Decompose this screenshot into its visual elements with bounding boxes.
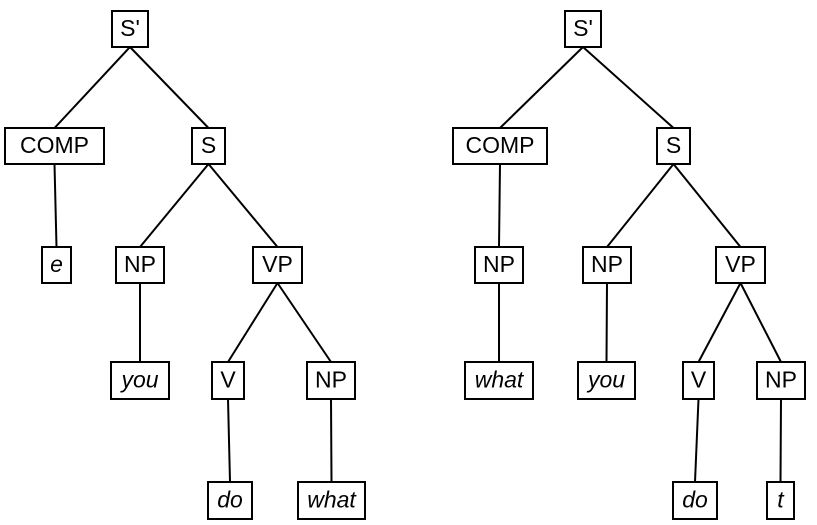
edges-layer xyxy=(53,46,782,483)
node-box xyxy=(766,481,795,520)
node-box xyxy=(306,361,356,400)
node-box xyxy=(110,361,170,400)
node-box xyxy=(464,361,534,400)
tree-edge xyxy=(227,282,279,363)
node-label: do xyxy=(217,487,243,513)
node-box xyxy=(252,246,303,284)
tree-node-s[interactable]: S' xyxy=(564,10,602,48)
node-box xyxy=(756,361,806,400)
node-label: you xyxy=(586,367,625,393)
tree-node-s[interactable]: S xyxy=(191,127,226,165)
tree-node-v[interactable]: V xyxy=(211,361,245,400)
tree-edge xyxy=(605,282,608,363)
tree-leaf-do[interactable]: do xyxy=(207,481,253,520)
tree-edge xyxy=(498,163,501,248)
node-box xyxy=(207,481,253,520)
tree-edge xyxy=(53,163,58,248)
node-box xyxy=(297,481,366,520)
node-label: do xyxy=(682,487,708,513)
node-label: NP xyxy=(765,367,797,393)
node-box xyxy=(474,246,524,284)
node-label: V xyxy=(691,367,707,393)
node-label: NP xyxy=(591,251,623,277)
tree-node-comp[interactable]: COMP xyxy=(4,127,105,165)
tree-node-vp[interactable]: VP xyxy=(252,246,303,284)
tree-node-comp[interactable]: COMP xyxy=(452,127,548,165)
node-label: COMP xyxy=(20,132,89,158)
surface-structure-tree-edges xyxy=(498,46,782,483)
node-label: VP xyxy=(725,251,756,277)
tree-edge xyxy=(499,46,584,129)
node-box xyxy=(211,361,245,400)
node-box xyxy=(4,127,105,165)
tree-leaf-t[interactable]: t xyxy=(766,481,795,520)
deep-structure-tree-edges xyxy=(53,46,333,483)
node-box xyxy=(577,361,636,400)
tree-edge xyxy=(606,163,675,248)
tree-leaf-you[interactable]: you xyxy=(577,361,636,400)
tree-edge xyxy=(330,398,333,483)
tree-edge xyxy=(207,163,279,248)
node-label: t xyxy=(777,487,785,513)
tree-leaf-what[interactable]: what xyxy=(297,481,366,520)
tree-leaf-what[interactable]: what xyxy=(464,361,534,400)
node-box xyxy=(672,481,718,520)
node-box xyxy=(115,246,165,284)
tree-node-np[interactable]: NP xyxy=(474,246,524,284)
node-label: what xyxy=(307,487,357,513)
tree-leaf-you[interactable]: you xyxy=(110,361,170,400)
node-label: COMP xyxy=(466,132,535,158)
tree-edge xyxy=(672,163,742,248)
node-label: what xyxy=(475,367,525,393)
tree-node-np[interactable]: NP xyxy=(115,246,165,284)
node-box xyxy=(41,246,72,284)
tree-edge xyxy=(129,46,210,129)
node-box xyxy=(682,361,715,400)
tree-leaf-do[interactable]: do xyxy=(672,481,718,520)
node-label: you xyxy=(119,367,158,393)
node-label: NP xyxy=(124,251,156,277)
tree-edge xyxy=(697,282,742,363)
node-box xyxy=(715,246,766,284)
tree-node-np[interactable]: NP xyxy=(756,361,806,400)
tree-node-np[interactable]: NP xyxy=(306,361,356,400)
tree-node-np[interactable]: NP xyxy=(582,246,632,284)
tree-node-vp[interactable]: VP xyxy=(715,246,766,284)
tree-node-v[interactable]: V xyxy=(682,361,715,400)
node-label: S xyxy=(666,132,681,158)
node-box xyxy=(111,10,149,48)
tree-edge xyxy=(779,398,782,483)
node-label: VP xyxy=(262,251,293,277)
tree-edge xyxy=(739,282,782,363)
tree-edge xyxy=(139,163,210,248)
node-label: V xyxy=(220,367,236,393)
tree-node-s[interactable]: S' xyxy=(111,10,149,48)
node-box xyxy=(452,127,548,165)
tree-edge xyxy=(694,398,700,483)
tree-edge xyxy=(227,398,231,483)
tree-edge xyxy=(276,282,332,363)
node-label: NP xyxy=(483,251,515,277)
node-label: NP xyxy=(315,367,347,393)
node-label: S xyxy=(201,132,216,158)
node-box xyxy=(656,127,691,165)
node-label: S' xyxy=(120,15,140,41)
node-box xyxy=(582,246,632,284)
node-label: S' xyxy=(573,15,593,41)
node-box xyxy=(564,10,602,48)
surface-structure-tree-nodes: S' COMP S NP NP VP what you V NP do t xyxy=(452,10,806,520)
tree-node-s[interactable]: S xyxy=(656,127,691,165)
tree-leaf-e[interactable]: e xyxy=(41,246,72,284)
tree-edge xyxy=(53,46,131,129)
node-box xyxy=(191,127,226,165)
node-label: e xyxy=(50,251,63,277)
tree-edge xyxy=(582,46,675,129)
